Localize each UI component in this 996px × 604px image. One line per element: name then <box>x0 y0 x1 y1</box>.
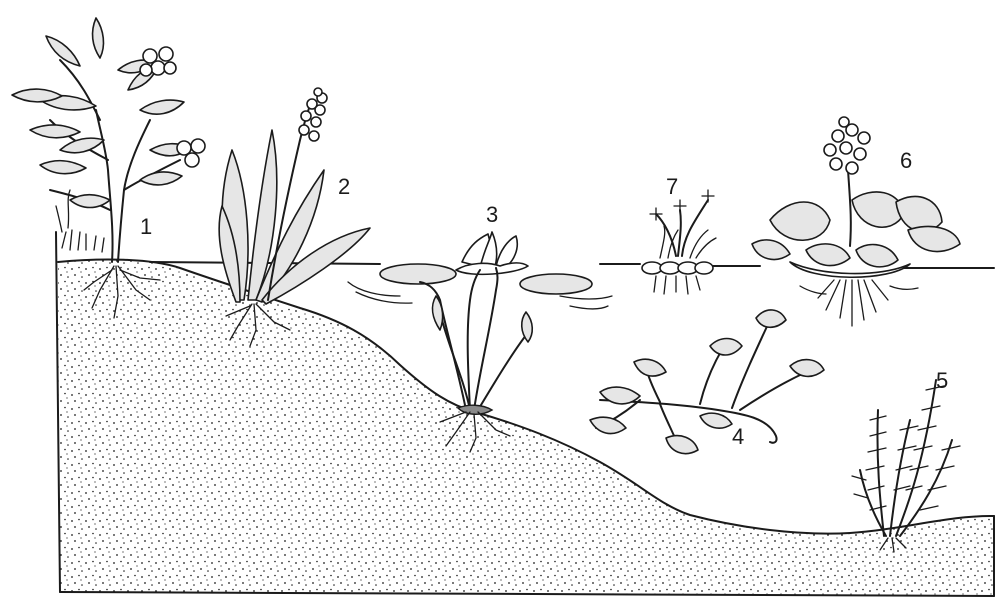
label-plant-4: 4 <box>732 424 744 449</box>
plant-7-floating-small <box>642 190 716 294</box>
plant-4-submerged <box>590 310 824 454</box>
label-plant-6: 6 <box>900 148 912 173</box>
label-plant-3: 3 <box>486 202 498 227</box>
plant-2-flower-spike <box>299 88 327 141</box>
label-plant-5: 5 <box>936 368 948 393</box>
plant-6-flower-cluster <box>824 117 870 174</box>
plant-3-lily-pad-right <box>520 274 592 294</box>
plant-6-floating <box>752 117 960 326</box>
plant-3-lily-pad-left <box>380 264 456 284</box>
label-plant-1: 1 <box>140 214 152 239</box>
plant-5-feather-leaves <box>852 386 960 510</box>
label-plant-2: 2 <box>338 174 350 199</box>
plant-3-flower <box>456 232 528 274</box>
plant-6-hanging-roots <box>818 280 888 326</box>
label-plant-7: 7 <box>666 174 678 199</box>
